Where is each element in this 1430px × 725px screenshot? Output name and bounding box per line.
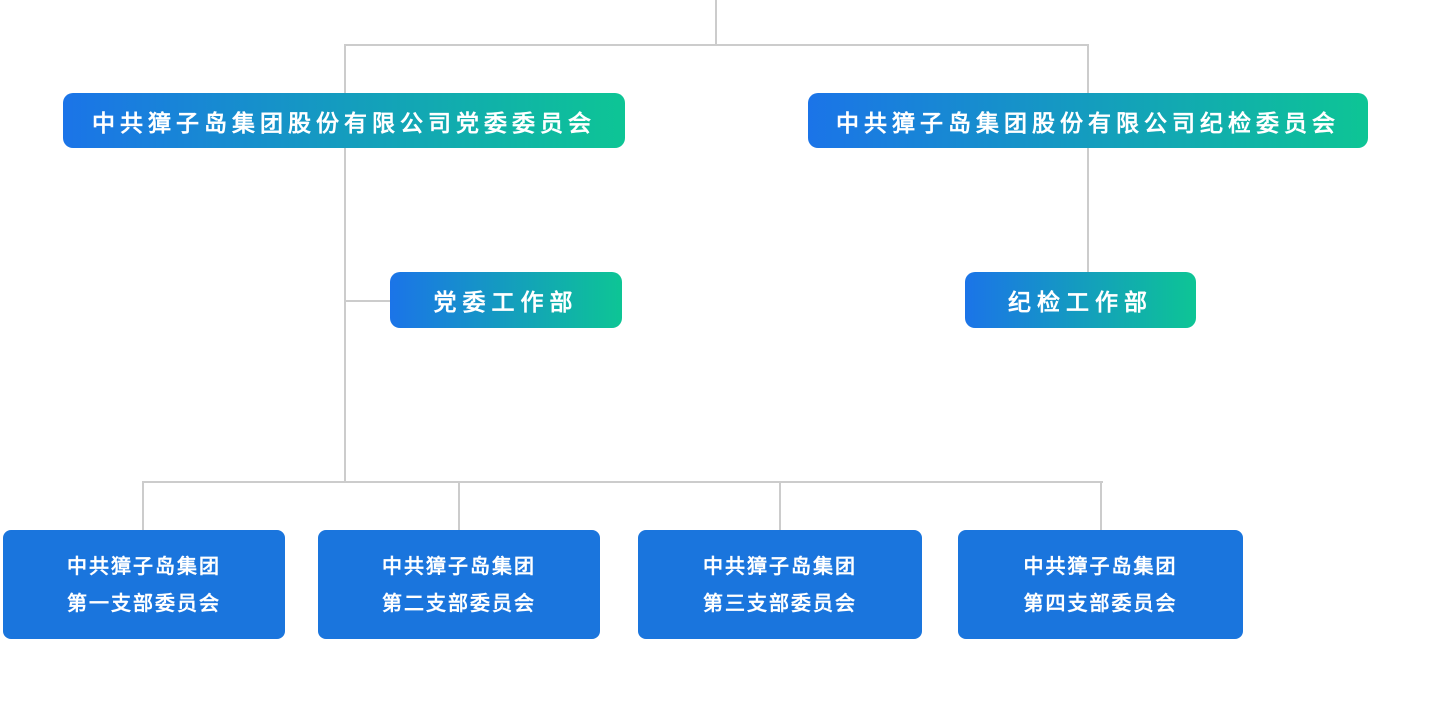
connector-discipline-trunk xyxy=(1087,148,1089,272)
node-party-work-dept: 党委工作部 xyxy=(390,272,622,328)
connector-discipline-drop xyxy=(1087,44,1089,93)
node-branch-2: 中共獐子岛集团 第二支部委员会 xyxy=(318,530,600,639)
node-branch-1-line1: 中共獐子岛集团 xyxy=(67,553,221,578)
connector-branch-1-drop xyxy=(142,481,144,530)
node-branch-3-line2: 第三支部委员会 xyxy=(703,590,857,615)
connector-branch-3-drop xyxy=(779,481,781,530)
node-branch-3: 中共獐子岛集团 第三支部委员会 xyxy=(638,530,922,639)
node-discipline-work-dept: 纪检工作部 xyxy=(965,272,1196,328)
node-branch-3-line1: 中共獐子岛集团 xyxy=(703,553,857,578)
connector-top-stem xyxy=(715,0,717,45)
node-branch-1-line2: 第一支部委员会 xyxy=(67,590,221,615)
node-discipline-committee-label: 中共獐子岛集团股份有限公司纪检委员会 xyxy=(836,110,1340,137)
connector-level3-horizontal xyxy=(142,481,1103,483)
node-party-committee-label: 中共獐子岛集团股份有限公司党委委员会 xyxy=(92,110,596,137)
node-branch-4: 中共獐子岛集团 第四支部委员会 xyxy=(958,530,1243,639)
connector-party-drop xyxy=(344,44,346,93)
node-discipline-committee: 中共獐子岛集团股份有限公司纪检委员会 xyxy=(808,93,1368,148)
connector-level1-horizontal xyxy=(344,44,1089,46)
connector-party-trunk xyxy=(344,148,346,482)
connector-party-work-stub xyxy=(344,300,391,302)
node-branch-4-line1: 中共獐子岛集团 xyxy=(1023,553,1178,578)
node-branch-4-line2: 第四支部委员会 xyxy=(1023,590,1178,615)
connector-branch-2-drop xyxy=(458,481,460,530)
node-branch-2-line2: 第二支部委员会 xyxy=(382,590,536,615)
node-branch-2-line1: 中共獐子岛集团 xyxy=(382,553,536,578)
node-party-work-dept-label: 党委工作部 xyxy=(433,290,579,316)
node-branch-1: 中共獐子岛集团 第一支部委员会 xyxy=(3,530,285,639)
node-party-committee: 中共獐子岛集团股份有限公司党委委员会 xyxy=(63,93,625,148)
connector-branch-4-drop xyxy=(1100,481,1102,530)
node-discipline-work-dept-label: 纪检工作部 xyxy=(1008,290,1153,316)
